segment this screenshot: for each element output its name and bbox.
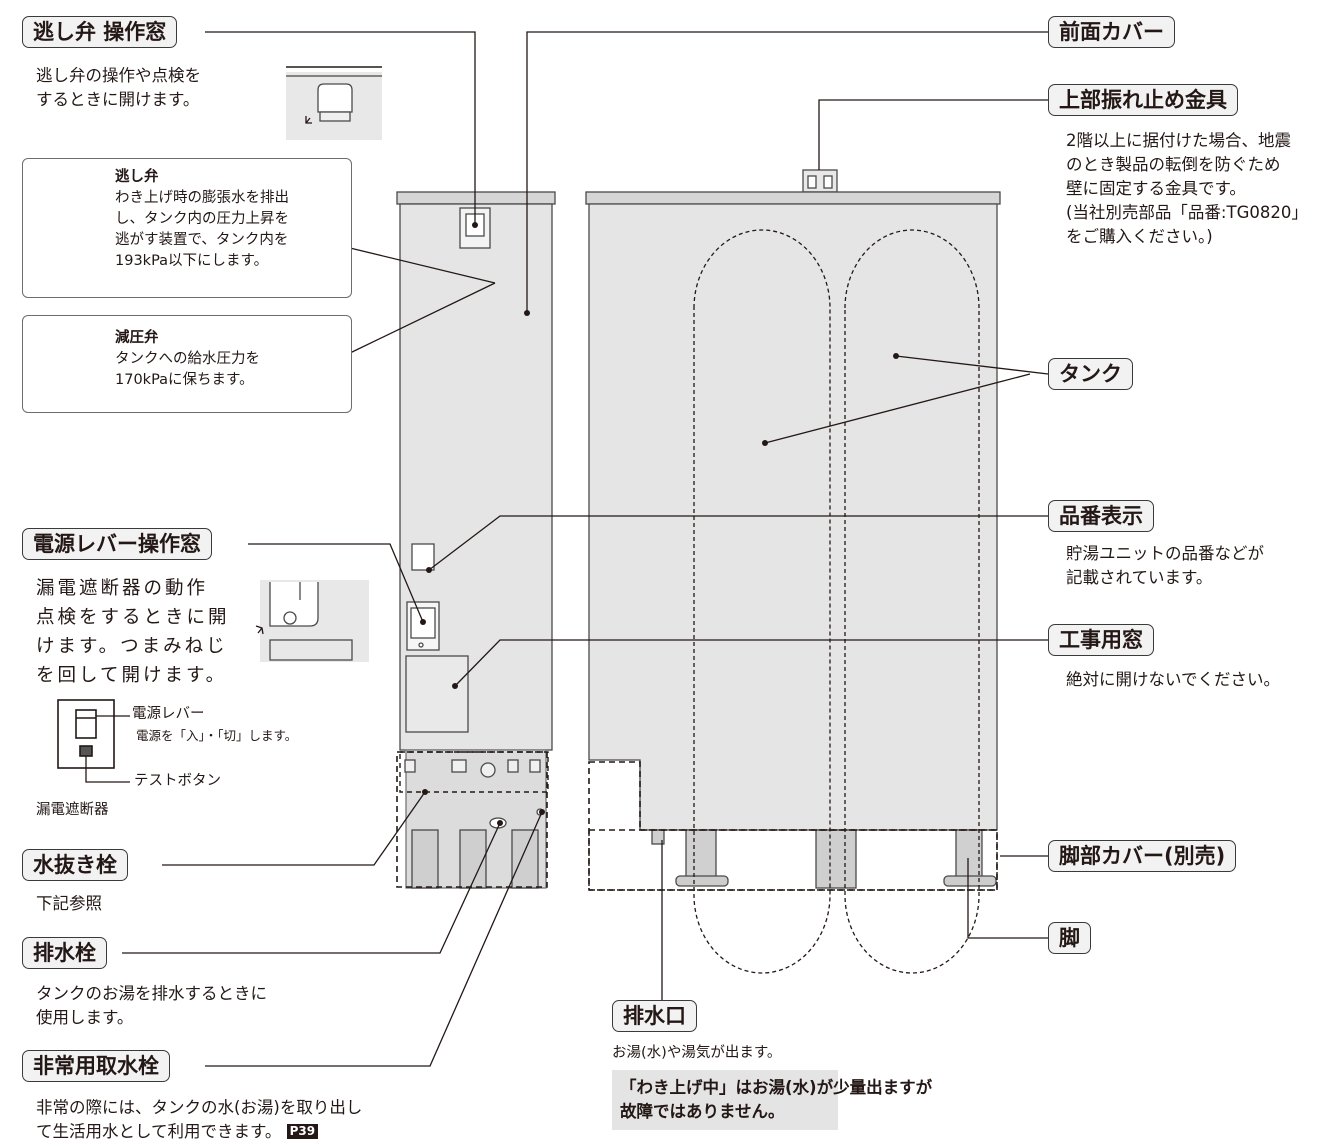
label-top-bracket: 上部振れ止め金具 — [1048, 84, 1238, 116]
relief-window-inset — [286, 66, 382, 140]
label-tank: タンク — [1048, 358, 1133, 390]
label-leg: 脚 — [1048, 922, 1091, 954]
top-bracket-desc: 2階以上に据付けた場合、地震 のとき製品の転倒を防ぐため 壁に固定する金具です。… — [1066, 131, 1308, 246]
drain-note: 「わき上げ中」はお湯(水)が少量出ますが故障ではありません。 — [612, 1070, 932, 1130]
front-unit — [585, 169, 1001, 889]
drain-outlet-desc: お湯(水)や湯気が出ます。 — [612, 1045, 782, 1061]
relief-window-desc: 逃し弁の操作や点検をするときに開けます。 — [36, 66, 201, 109]
label-drain-valve: 排水栓 — [22, 937, 107, 969]
label-power-lever-window: 電源レバー操作窓 — [22, 528, 212, 560]
label-drain-plug: 水抜き栓 — [22, 849, 128, 881]
leader-dots — [420, 222, 899, 826]
power-lever-sub: 電源を「入」・「切」します。 — [136, 728, 298, 743]
drain-valve-desc: タンクのお湯を排水するときに使用します。 — [36, 984, 267, 1027]
model-display-desc: 貯湯ユニットの品番などが記載されています。 — [1066, 544, 1264, 587]
power-window-inset — [255, 580, 369, 662]
power-lever-text: 電源レバー — [132, 706, 205, 722]
test-button-text: テストボタン — [134, 773, 221, 789]
breaker-illustration — [57, 699, 115, 769]
label-work-window: 工事用窓 — [1048, 624, 1154, 656]
label-drain-outlet: 排水口 — [612, 1000, 697, 1032]
page-ref-badge: P39 — [286, 1124, 319, 1139]
label-leg-cover: 脚部カバー(別売) — [1048, 840, 1237, 872]
label-model-display: 品番表示 — [1048, 500, 1154, 532]
label-front-cover: 前面カバー — [1048, 16, 1175, 48]
work-window-desc: 絶対に開けないでください。 — [1066, 670, 1281, 689]
tank-outlines — [693, 229, 980, 974]
breaker-text: 漏電遮断器 — [36, 802, 109, 818]
leader-lines — [122, 31, 1049, 1067]
relief-valve-box: 逃し弁 わき上げ時の膨張水を排出 し、タンク内の圧力上昇を 逃がす装置で、タンク… — [22, 158, 352, 298]
reducing-valve-box: 減圧弁 タンクへの給水圧力を 170kPaに保ちます。 — [22, 315, 352, 413]
side-unit — [396, 191, 556, 889]
label-emergency-tap: 非常用取水栓 — [22, 1050, 170, 1082]
emergency-tap-desc: 非常の際には、タンクの水(お湯)を取り出し て生活用水として利用できます。 P3… — [36, 1098, 363, 1141]
drain-plug-desc: 下記参照 — [36, 894, 102, 913]
label-relief-window: 逃し弁 操作窓 — [22, 16, 178, 48]
power-lever-window-desc: 漏電遮断器の動作 点検をするときに開 けます。つまみねじ を回して開けます。 — [36, 578, 230, 686]
